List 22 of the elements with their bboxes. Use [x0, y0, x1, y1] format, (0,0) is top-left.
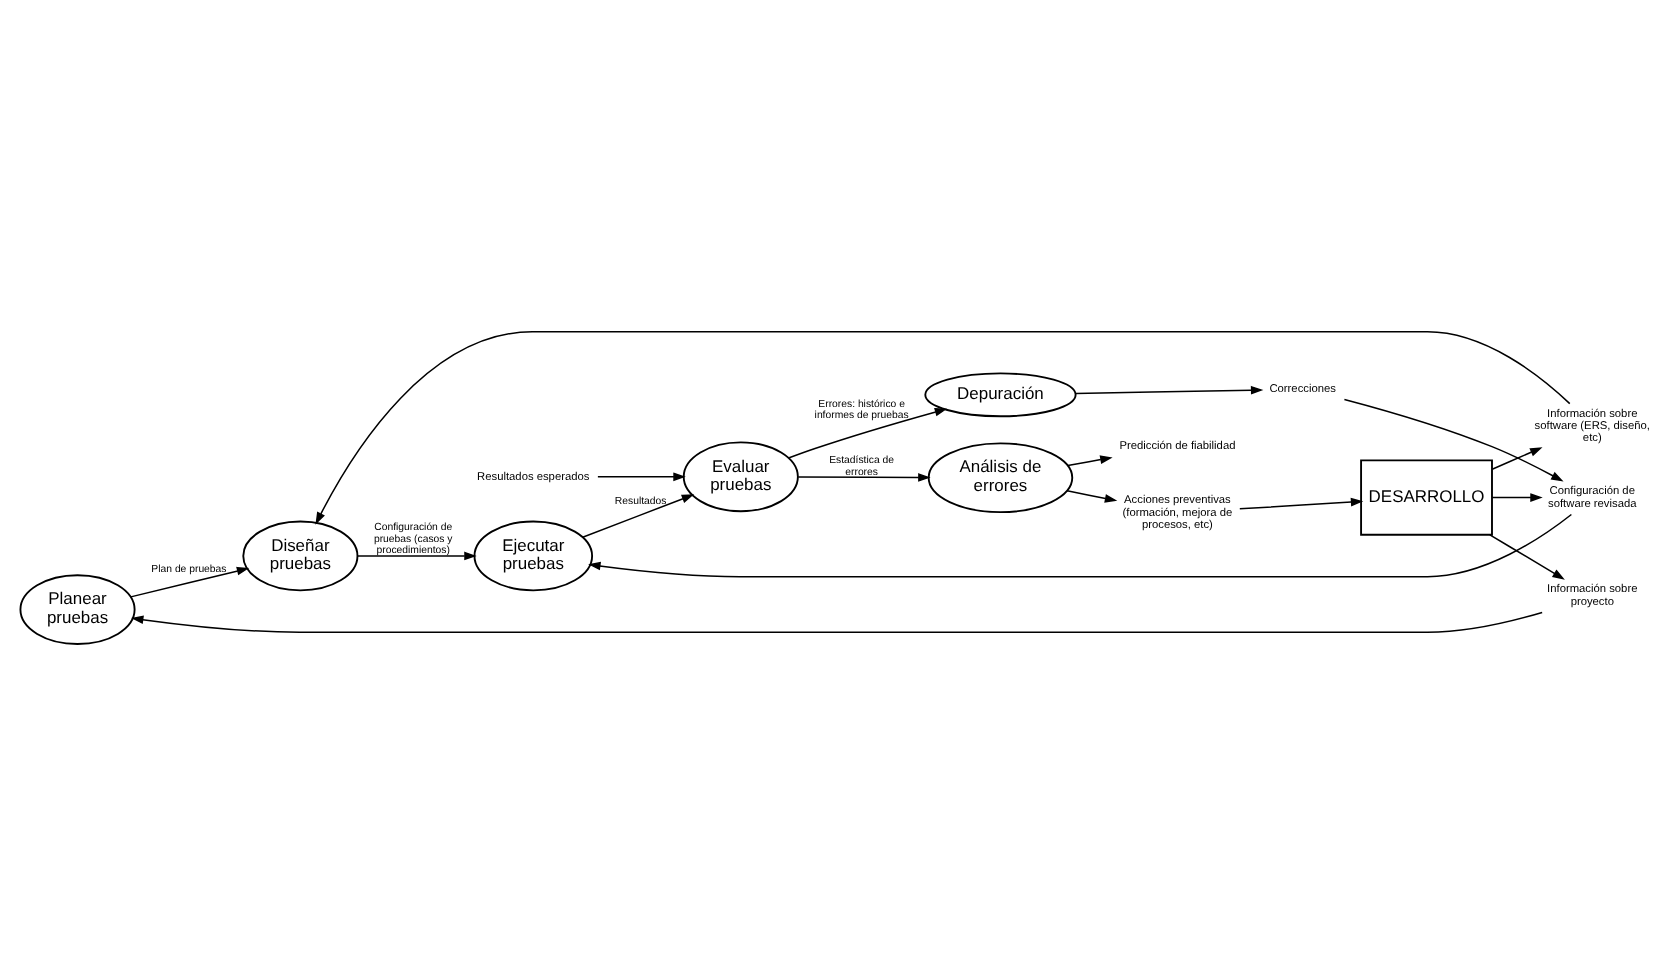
arrow [1239, 496, 1364, 509]
node-ellipse: Diseñar pruebas [242, 519, 359, 591]
arrow [130, 565, 250, 597]
arrow [1066, 489, 1118, 502]
arrow [1489, 533, 1565, 579]
arrow [1343, 397, 1564, 481]
arrow [1491, 446, 1543, 469]
arrow [315, 330, 1571, 524]
node-ellipse: Ejecutar pruebas [473, 519, 594, 591]
arrow [357, 550, 477, 560]
arrow [597, 471, 686, 481]
node-ellipse: Análisis de errores [927, 441, 1074, 513]
arrow [588, 512, 1573, 577]
arrow [581, 493, 695, 538]
arrow [797, 472, 931, 481]
arrow [788, 406, 948, 458]
node-ellipse: Planear pruebas [19, 573, 136, 644]
arrow [1067, 454, 1113, 466]
arrow [131, 610, 1543, 632]
arrow [1491, 492, 1543, 501]
node-box: DESARROLLO [1360, 458, 1493, 535]
arrow [1074, 384, 1264, 394]
